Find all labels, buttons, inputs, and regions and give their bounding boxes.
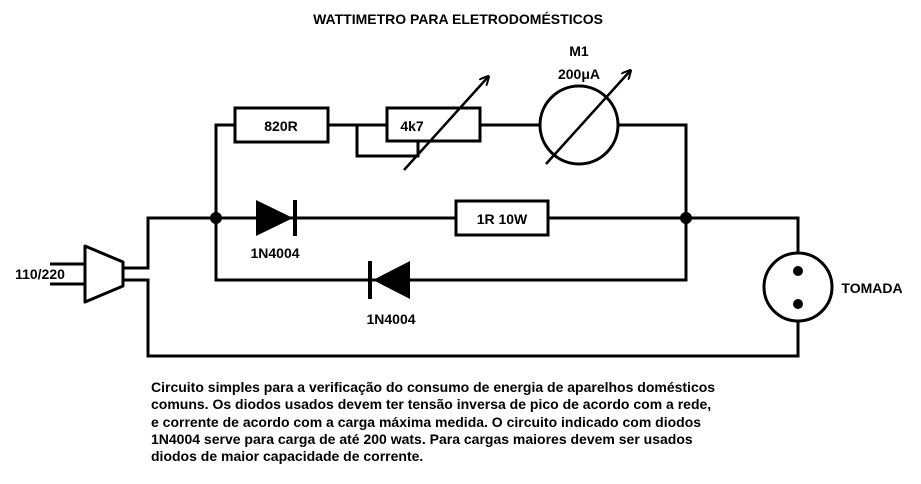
caption: Circuito simples para a verificação do c… <box>151 379 811 465</box>
plug: 110/220 <box>15 244 125 304</box>
outlet: TOMADA <box>762 251 903 323</box>
caption-line: comuns. Os diodos usados devem ter tensã… <box>151 396 712 413</box>
caption-line: e corrente de acordo com a carga máxima … <box>151 413 702 430</box>
caption-line: diodos de maior capacidade de corrente. <box>151 448 424 465</box>
resistor-820r-label: 820R <box>264 118 297 134</box>
meter-ref-label: M1 <box>569 43 589 59</box>
outlet-label: TOMADA <box>841 280 902 296</box>
potentiometer-4k7: 4k7 <box>385 77 488 171</box>
resistor-820r: 820R <box>233 106 330 144</box>
potentiometer-label: 4k7 <box>400 118 424 134</box>
diode-top-label: 1N4004 <box>250 245 299 261</box>
junction-left <box>210 212 222 224</box>
diagram-title: WATTIMETRO PARA ELETRODOMÉSTICOS <box>313 11 603 27</box>
meter-m1: M1 200μA <box>538 43 630 166</box>
junction-right <box>680 212 692 224</box>
shunt-resistor-label: 1R 10W <box>477 211 528 227</box>
diode-bottom: 1N4004 <box>366 261 416 327</box>
plug-voltage-label: 110/220 <box>15 266 65 282</box>
diode-bottom-label: 1N4004 <box>366 311 415 327</box>
caption-line: 1N4004 serve para carga de até 200 wats.… <box>151 430 693 447</box>
shunt-resistor: 1R 10W <box>454 199 550 237</box>
meter-range-label: 200μA <box>558 66 600 82</box>
diode-top: 1N4004 <box>250 200 300 261</box>
wires <box>121 123 800 358</box>
caption-line: Circuito simples para a verificação do c… <box>151 379 716 395</box>
